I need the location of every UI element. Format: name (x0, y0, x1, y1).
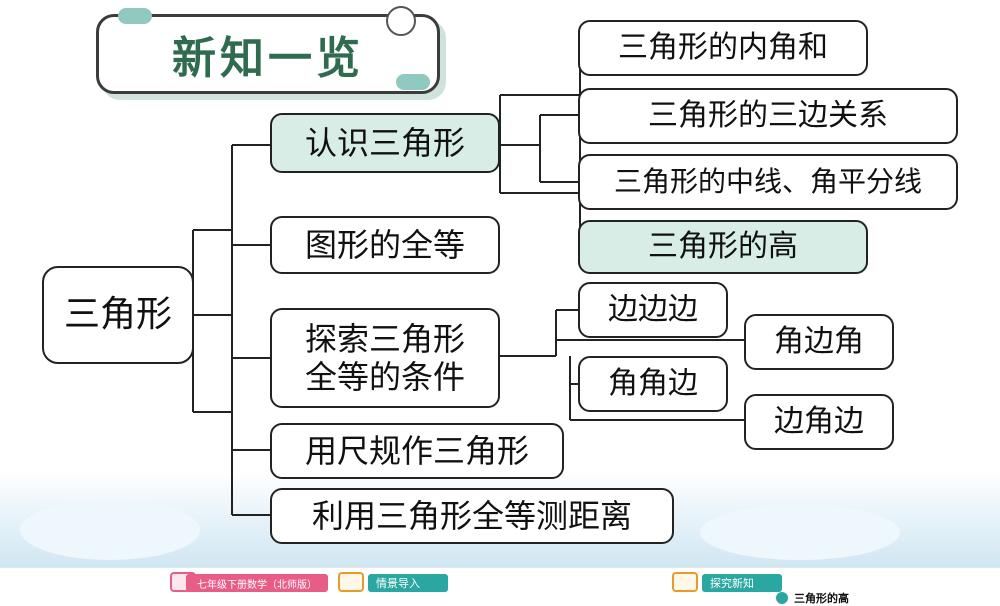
cloud-decoration (700, 505, 900, 560)
footer-book-label: 七年级下册数学（北师版） (186, 574, 328, 592)
leaf-sas: 边角边 (744, 394, 894, 450)
branch-ruler-compass: 用尺规作三角形 (270, 423, 564, 479)
leaf-side-relation: 三角形的三边关系 (578, 88, 958, 144)
footer-tab-explore[interactable]: 探究新知 (702, 574, 782, 592)
leaf-asa: 角边角 (744, 314, 894, 370)
branch-measure-distance: 利用三角形全等测距离 (270, 488, 674, 544)
branch-recognize-triangle: 认识三角形 (270, 113, 500, 173)
leaf-aas: 角角边 (578, 356, 728, 412)
cloud-decoration (20, 500, 200, 560)
branch-line-2: 全等的条件 (304, 358, 465, 396)
leaf-sss: 边边边 (578, 282, 728, 338)
cloud-icon (118, 8, 152, 24)
leaf-altitude: 三角形的高 (578, 220, 868, 274)
footer-tab-intro[interactable]: 情景导入 (368, 574, 448, 592)
cloud-icon (396, 74, 430, 90)
leaf-median-bisector: 三角形的中线、角平分线 (578, 154, 958, 210)
sun-icon (386, 6, 416, 36)
branch-congruence-conditions: 探索三角形 全等的条件 (270, 308, 500, 408)
section-dot-icon (776, 592, 788, 604)
branch-congruent-figures: 图形的全等 (270, 216, 500, 274)
page-title: 新知一览 (172, 33, 364, 84)
chat-icon (338, 572, 364, 592)
footer-section-title: 三角形的高 (794, 592, 849, 605)
chat-icon (672, 572, 698, 592)
footer-bar: 七年级下册数学（北师版） 情景导入 探究新知 三角形的高 (0, 567, 1000, 605)
branch-line-1: 探索三角形 (304, 319, 465, 358)
title-box: 新知一览 (96, 14, 440, 94)
root-node: 三角形 (42, 266, 194, 364)
leaf-angle-sum: 三角形的内角和 (578, 20, 868, 76)
